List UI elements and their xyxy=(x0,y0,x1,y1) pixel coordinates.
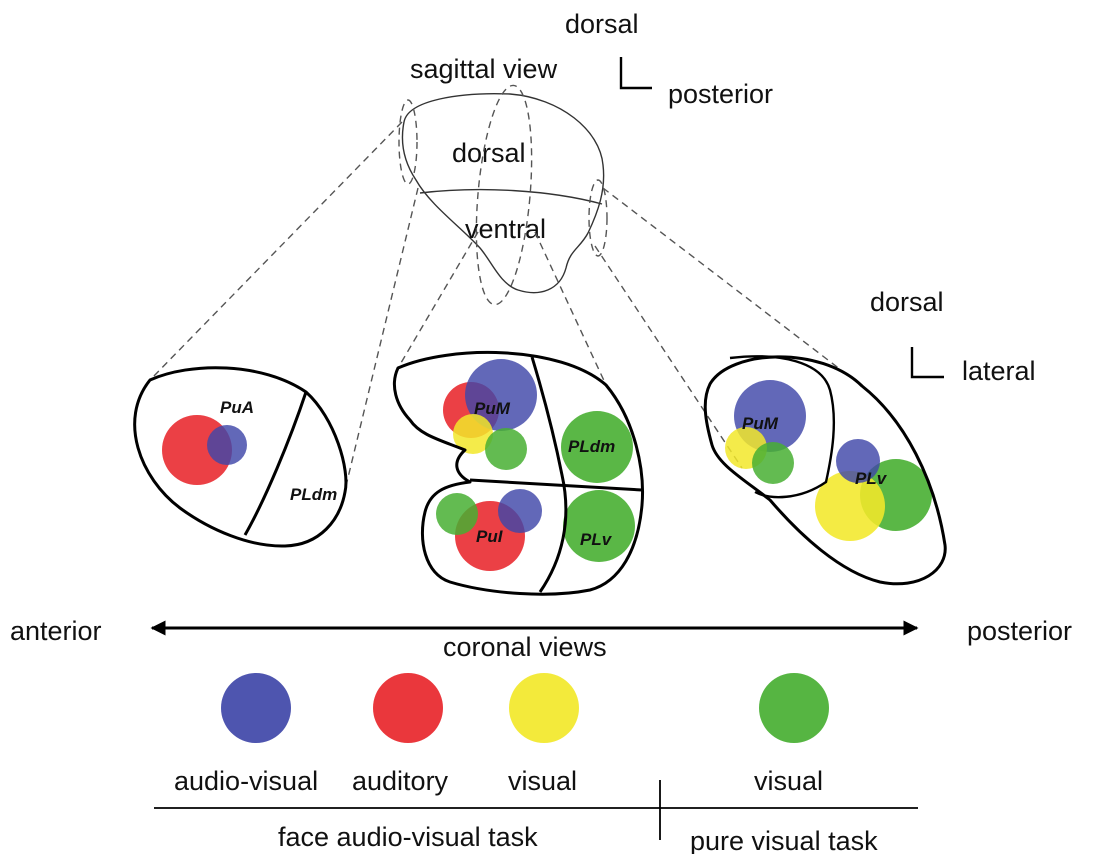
right-pum-label: PuM xyxy=(742,414,779,433)
projection-lines-right xyxy=(594,187,863,469)
legend-auditory-label: auditory xyxy=(352,766,449,796)
mid-green-circle-small xyxy=(485,428,527,470)
sagittal-outline xyxy=(401,93,605,294)
legend-visual-pure-label: visual xyxy=(754,766,823,796)
sagittal-slice-mid xyxy=(475,84,533,306)
orient-top-dorsal-label: dorsal xyxy=(565,9,639,39)
mid-visual-yellow-circle xyxy=(453,414,493,454)
coronal-section-left: PuA PLdm xyxy=(133,366,348,548)
sagittal-slice-right xyxy=(588,179,608,257)
orient-top-posterior-label: posterior xyxy=(668,79,773,109)
mid-outline xyxy=(393,350,644,596)
left-pua-label: PuA xyxy=(220,398,254,417)
axis-posterior-label: posterior xyxy=(967,616,1072,646)
mid-green-circle-lower xyxy=(436,493,478,535)
mid-audio-visual-circle-top xyxy=(465,359,537,431)
right-visual-yellow-circle-large xyxy=(815,471,885,541)
projection-lines-left xyxy=(149,121,419,491)
task-face-label: face audio-visual task xyxy=(278,822,538,852)
left-audio-visual-circle xyxy=(207,425,247,465)
left-pldm-label: PLdm xyxy=(290,485,337,504)
sagittal-ventral-label: ventral xyxy=(465,214,546,244)
axis-anterior-label: anterior xyxy=(10,616,102,646)
right-divider xyxy=(729,355,835,499)
orient-top-axes xyxy=(619,57,652,90)
right-audio-visual-circle-plv xyxy=(836,439,880,483)
mid-divider-horizontal xyxy=(469,478,643,492)
right-green-circle-small xyxy=(752,442,794,484)
legend-audio-visual-swatch xyxy=(221,673,291,743)
mid-pum-label: PuM xyxy=(474,399,511,418)
mid-pldm-label: PLdm xyxy=(568,437,615,456)
right-plv-label: PLv xyxy=(855,469,888,488)
mid-divider-vertical xyxy=(530,356,568,593)
right-outline xyxy=(703,355,947,586)
mid-plv-label: PLv xyxy=(580,530,613,549)
mid-green-circle-plv xyxy=(563,490,635,562)
orient-right-dorsal-label: dorsal xyxy=(870,287,944,317)
coronal-section-middle: PuM PLdm PuI PLv xyxy=(393,350,644,596)
projection-lines-mid xyxy=(397,231,607,386)
task-pure-label: pure visual task xyxy=(690,826,878,854)
legend-auditory-swatch xyxy=(373,673,443,743)
left-divider xyxy=(243,391,308,536)
coronal-section-right: PuM PLv xyxy=(703,355,947,586)
sagittal-slice-left xyxy=(398,99,418,185)
orient-right-lateral-label: lateral xyxy=(962,356,1036,386)
legend-visual-face-swatch xyxy=(509,673,579,743)
orient-right-axes xyxy=(910,347,944,379)
sagittal-dorsal-label: dorsal xyxy=(452,138,526,168)
left-outline xyxy=(133,366,348,548)
sagittal-title: sagittal view xyxy=(410,54,558,84)
mid-audio-visual-circle-lower xyxy=(498,489,542,533)
sagittal-divider xyxy=(419,188,603,205)
mid-green-circle-pldm xyxy=(561,411,633,483)
legend-visual-face-label: visual xyxy=(508,766,577,796)
mid-pul-label: PuI xyxy=(476,527,504,546)
legend-visual-pure-swatch xyxy=(759,673,829,743)
legend-audio-visual-label: audio-visual xyxy=(174,766,318,796)
coronal-views-label: coronal views xyxy=(443,632,607,662)
